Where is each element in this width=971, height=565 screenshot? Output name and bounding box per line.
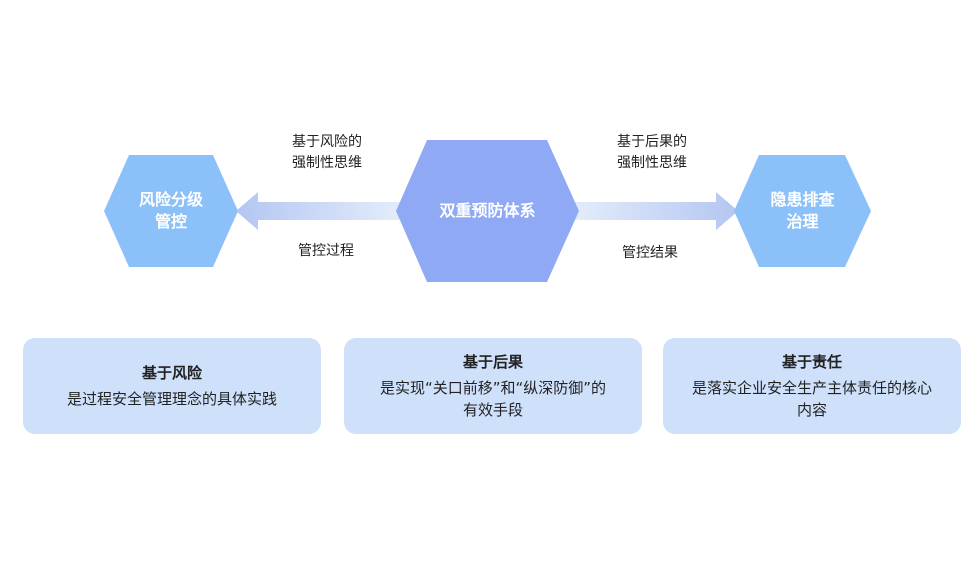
right-arrow <box>574 192 738 230</box>
left-hexagon <box>104 155 238 267</box>
card-consequence-body: 是实现“关口前移”和“纵深防御”的有效手段 <box>379 379 607 419</box>
right-hexagon <box>734 155 871 267</box>
card-consequence-title: 基于后果 <box>462 353 523 371</box>
center-hexagon <box>396 140 579 282</box>
center-node-label: 双重预防体系 <box>439 201 536 221</box>
card-consequence: 基于后果 是实现“关口前移”和“纵深防御”的有效手段 <box>344 338 642 434</box>
card-risk-body: 是过程安全管理理念的具体实践 <box>66 390 277 408</box>
right-arrow-label-above: 基于后果的 强制性思维 <box>617 134 687 171</box>
card-responsibility-body: 是落实企业安全生产主体责任的核心内容 <box>691 379 932 419</box>
right-node-label: 隐患排查 治理 <box>770 190 835 231</box>
card-responsibility: 基于责任 是落实企业安全生产主体责任的核心内容 <box>663 338 961 434</box>
left-arrow-label-below: 管控过程 <box>298 243 354 259</box>
right-arrow-label-below: 管控结果 <box>622 245 678 261</box>
card-responsibility-title: 基于责任 <box>781 353 842 371</box>
card-risk-title: 基于风险 <box>141 364 202 382</box>
left-arrow-label-above: 基于风险的 强制性思维 <box>292 134 362 171</box>
left-arrow <box>236 192 400 230</box>
left-node-label: 风险分级 管控 <box>138 190 203 231</box>
card-risk: 基于风险 是过程安全管理理念的具体实践 <box>23 338 321 434</box>
